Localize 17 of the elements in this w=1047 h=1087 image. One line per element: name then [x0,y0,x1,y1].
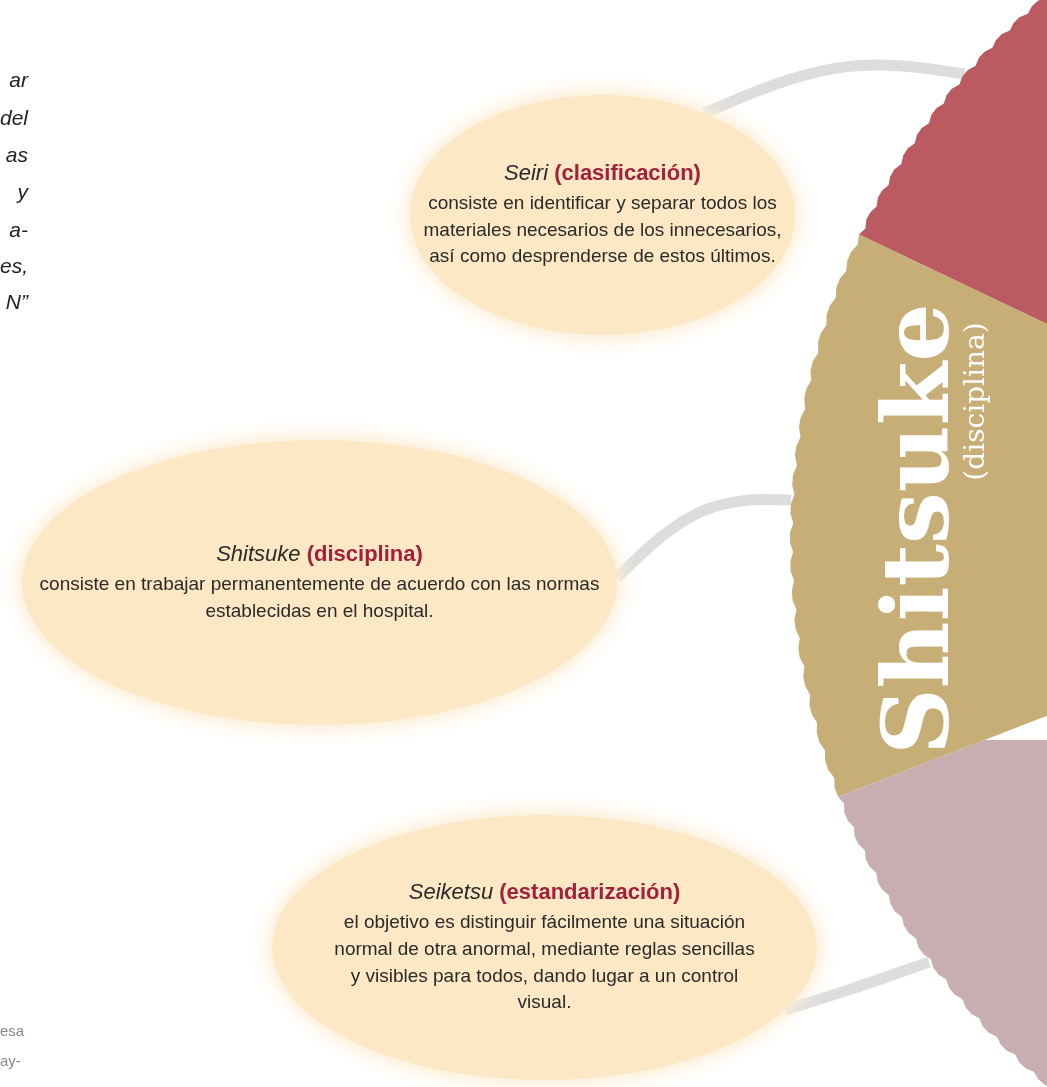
text-fragment: y [17,180,28,204]
text-fragment: del [0,106,28,130]
text-fragment: ar [9,68,28,92]
text-fragment: es, [0,254,28,278]
text-fragment: a- [9,218,28,242]
text-fragment: N” [5,290,28,314]
text-fragment: as [5,143,28,167]
description-text: consiste en identificar y separar todos los materiales necesarios de los innecesarios, así como desprenderse de estos últimos. [422,190,783,269]
description-text: consiste en trabajar permanentemente de acuerdo con las normas establecidas en el hospital. [38,571,601,623]
connector-arc [702,59,966,119]
term-heading: Seiri (clasificación) [504,159,701,186]
text-fragment: esa [0,1022,25,1039]
text-fragment: ay- [0,1052,21,1069]
description-text: el objetivo es distinguir fácilmente una situación normal de otra anormal, mediante reglas sencillas y visibles para todos, dando lugar a un control visual. [333,909,756,1015]
term-heading: Shitsuke (disciplina) [216,540,423,567]
term-heading: Seiketsu (estandarización) [408,878,681,905]
connector-arc [783,956,931,1015]
